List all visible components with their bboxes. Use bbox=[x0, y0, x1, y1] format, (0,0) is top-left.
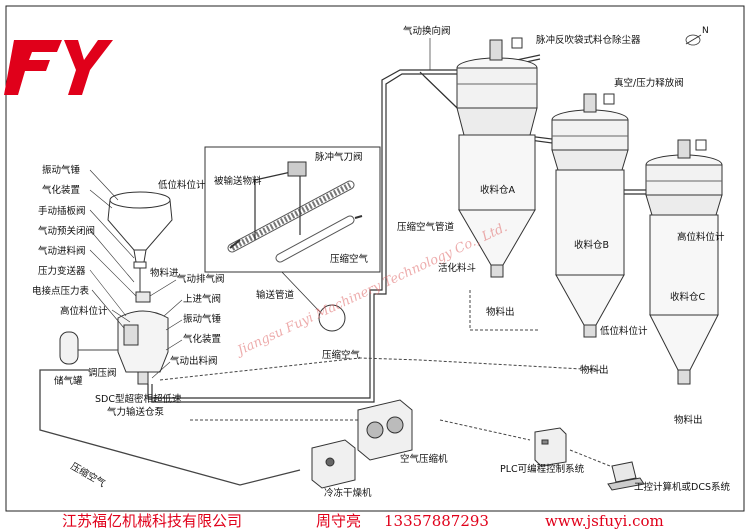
footer-contact: 周守亮 bbox=[316, 512, 361, 530]
silo-c bbox=[645, 139, 723, 385]
plc-cabinet bbox=[534, 427, 567, 467]
fy-logo bbox=[4, 40, 113, 95]
label-pre-shutoff-valve: 气动预关闭阀 bbox=[38, 225, 95, 237]
pulse-knife-valve-inset bbox=[204, 146, 381, 273]
label-dust-collector: 脉冲反吹袋式料仓除尘器 bbox=[536, 34, 641, 46]
pump-vessel bbox=[117, 291, 169, 385]
footer-company: 江苏福亿机械科技有限公司 bbox=[62, 512, 242, 530]
label-activated-discharge: 活化料斗 bbox=[438, 262, 476, 274]
label-silo-c: 收料仓C bbox=[670, 291, 706, 303]
label-material-out-a: 物料出 bbox=[486, 306, 515, 318]
label-pneumatic-reversing-valve: 气动换向阀 bbox=[403, 25, 451, 37]
label-material-in: 物料进 bbox=[150, 267, 179, 279]
label-compressed-air-inset: 压缩空气 bbox=[330, 253, 369, 265]
label-compressed-air-mid: 压缩空气 bbox=[322, 349, 361, 361]
label-vacuum-relief-valve: 真空/压力释放阀 bbox=[614, 77, 684, 89]
north-compass-icon bbox=[685, 34, 702, 46]
label-plc-control: PLC可编程控制系统 bbox=[500, 463, 585, 475]
feed-hopper bbox=[107, 191, 173, 300]
industrial-pc bbox=[607, 461, 645, 491]
label-material-out-b: 物料出 bbox=[580, 364, 609, 376]
label-aeration-device-mid: 气化装置 bbox=[183, 333, 221, 345]
label-aeration-device-top: 气化装置 bbox=[42, 184, 80, 196]
silo-a bbox=[456, 37, 538, 278]
label-discharge-valve: 气动出料阀 bbox=[170, 355, 218, 367]
label-pressure-transmitter: 压力变送器 bbox=[38, 265, 86, 277]
label-pulse-knife-valve: 脉冲气刀阀 bbox=[315, 151, 363, 163]
pipe-detail-callout bbox=[318, 304, 346, 332]
label-exhaust-valve: 气动排气阀 bbox=[177, 273, 225, 285]
label-low-level-gauge-b: 低位料位计 bbox=[600, 325, 648, 337]
silo-b bbox=[551, 93, 629, 338]
label-material-out-c: 物料出 bbox=[674, 414, 703, 426]
label-high-level-gauge-left: 高位料位计 bbox=[60, 305, 108, 317]
label-high-level-gauge-c: 高位料位计 bbox=[677, 231, 725, 243]
label-silo-b: 收料仓B bbox=[574, 239, 609, 251]
label-conveyed-material: 被输送物料 bbox=[214, 175, 262, 187]
label-regulating-valve: 调压阀 bbox=[88, 367, 117, 379]
frame bbox=[5, 5, 745, 512]
air-tank bbox=[59, 331, 79, 365]
footer-phone: 13357887293 bbox=[384, 512, 489, 530]
refrigerated-dryer bbox=[311, 439, 356, 489]
label-silo-a: 收料仓A bbox=[480, 184, 516, 196]
label-vibrating-hammer-mid: 振动气锤 bbox=[183, 313, 222, 325]
compressed-air-line-left bbox=[39, 369, 301, 486]
control-signal-lines bbox=[159, 290, 621, 471]
label-pump-name-1: SDC型超密相超低速 bbox=[95, 393, 182, 405]
label-conveying-pipe: 输送管道 bbox=[256, 289, 295, 301]
label-air-compressor: 空气压缩机 bbox=[400, 453, 448, 465]
label-vibrating-hammer-top: 振动气锤 bbox=[42, 164, 81, 176]
label-low-level-gauge-top: 低位料位计 bbox=[158, 179, 206, 191]
air-compressor bbox=[357, 399, 413, 461]
label-compressed-air-bottom: 压缩空气 bbox=[69, 460, 108, 490]
north-mark: N bbox=[702, 26, 709, 36]
label-compressed-air-pipe: 压缩空气管道 bbox=[397, 221, 455, 233]
label-manual-gate-valve: 手动插板阀 bbox=[38, 205, 86, 217]
label-upper-inlet-valve: 上进气阀 bbox=[183, 293, 221, 305]
label-pressure-gauge: 电接点压力表 bbox=[32, 285, 90, 297]
label-industrial-pc: 工控计算机或DCS系统 bbox=[634, 481, 730, 493]
label-air-tank: 储气罐 bbox=[54, 375, 83, 387]
label-inlet-valve: 气动进料阀 bbox=[38, 245, 86, 257]
footer-website: www.jsfuyi.com bbox=[545, 512, 664, 530]
label-pump-name-2: 气力输送仓泵 bbox=[107, 406, 165, 418]
label-refrigerated-dryer: 冷冻干燥机 bbox=[324, 487, 372, 499]
